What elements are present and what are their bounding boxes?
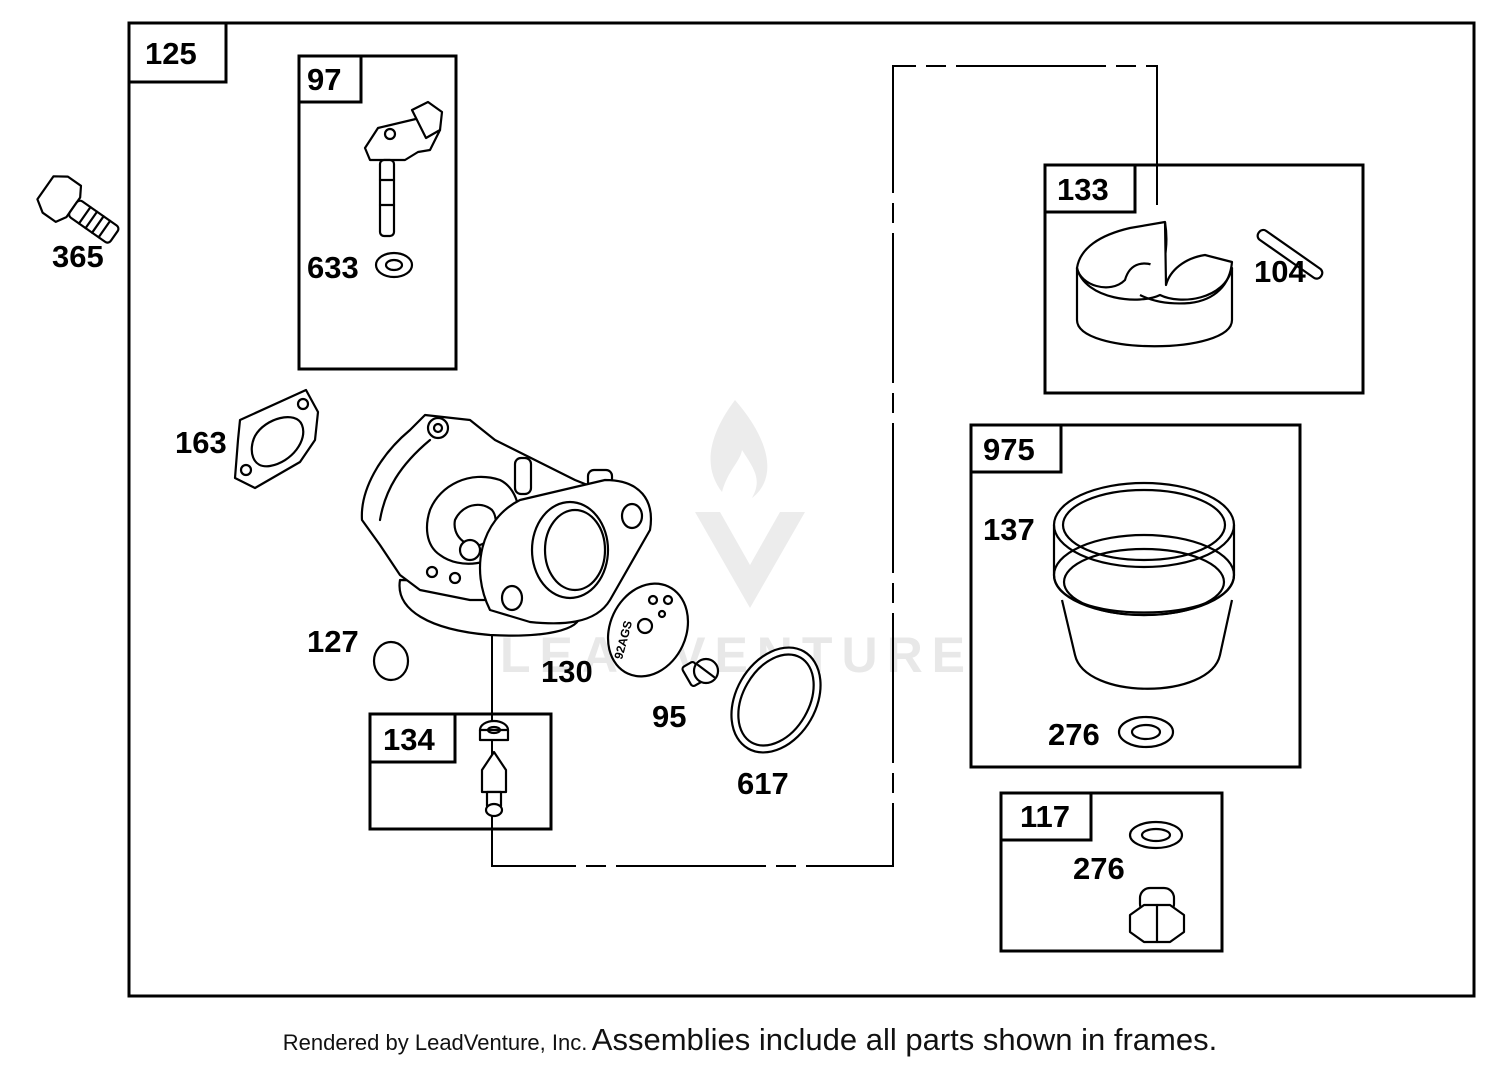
screw-95 bbox=[681, 657, 720, 688]
callout-127: 127 bbox=[307, 624, 359, 659]
frame-label-133: 133 bbox=[1057, 172, 1109, 207]
welch-plug-127 bbox=[372, 640, 410, 682]
frame-117-tab bbox=[999, 791, 1093, 842]
frame-125-tab bbox=[127, 21, 228, 84]
footer-note: Assemblies include all parts shown in fr… bbox=[591, 1022, 1218, 1057]
callout-276-nut: 276 bbox=[1073, 851, 1125, 886]
frame-label-134: 134 bbox=[383, 722, 435, 757]
float-bowl-975 bbox=[1052, 481, 1236, 690]
bowl-nut-117 bbox=[1128, 886, 1186, 944]
frame-133-tab bbox=[1043, 163, 1137, 214]
frame-97 bbox=[297, 54, 458, 371]
frame-label-97: 97 bbox=[307, 62, 341, 97]
frame-label-117: 117 bbox=[1020, 799, 1070, 834]
frame-117 bbox=[999, 791, 1224, 953]
frame-label-975: 975 bbox=[983, 432, 1035, 467]
frame-975 bbox=[969, 423, 1302, 769]
callout-137: 137 bbox=[983, 512, 1035, 547]
callout-633: 633 bbox=[307, 250, 359, 285]
callout-104: 104 bbox=[1254, 254, 1306, 289]
gasket-163 bbox=[233, 388, 320, 490]
frame-125 bbox=[127, 21, 1476, 998]
watermark-text: LEADVENTURE bbox=[500, 627, 974, 683]
washer-633 bbox=[374, 251, 414, 279]
needle-seat-134 bbox=[478, 719, 510, 818]
carburetor-body bbox=[360, 413, 652, 637]
washer-276-nut bbox=[1128, 820, 1184, 850]
footer-rendered-by: Rendered by LeadVenture, Inc. bbox=[282, 1030, 588, 1055]
frame-97-tab bbox=[297, 54, 363, 104]
o-ring-617 bbox=[730, 646, 822, 754]
frame-134 bbox=[368, 712, 553, 831]
bolt-365 bbox=[36, 175, 120, 244]
callout-130: 130 bbox=[541, 654, 593, 689]
frame-134-tab bbox=[368, 712, 457, 764]
footer: Rendered by LeadVenture, Inc. Assemblies… bbox=[0, 1022, 1500, 1058]
float-133 bbox=[1075, 220, 1234, 348]
callout-163: 163 bbox=[175, 425, 227, 460]
callout-365: 365 bbox=[52, 239, 104, 274]
throttle-plate-130: 92AGS bbox=[606, 582, 690, 678]
frame-975-tab bbox=[969, 423, 1063, 474]
float-pin-104 bbox=[1256, 228, 1324, 280]
callout-95: 95 bbox=[652, 699, 686, 734]
leadventure-watermark: LEADVENTURE bbox=[500, 400, 974, 683]
frame-133 bbox=[1043, 163, 1365, 395]
frame-label-125: 125 bbox=[145, 36, 197, 71]
washer-276-bowl bbox=[1117, 715, 1175, 749]
callout-617: 617 bbox=[737, 766, 789, 801]
callout-276-bowl: 276 bbox=[1048, 717, 1100, 752]
choke-shaft-97 bbox=[363, 100, 444, 238]
